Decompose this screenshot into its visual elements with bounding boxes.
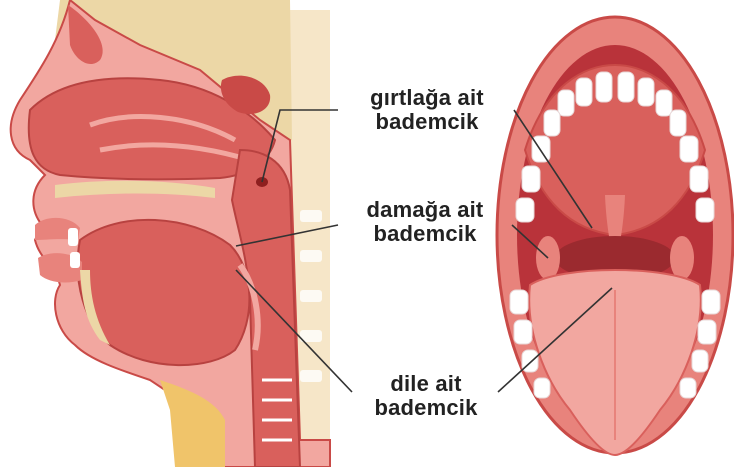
incisor-tooth (70, 252, 80, 268)
palatine-tonsil-right (670, 236, 694, 280)
label-pharyngeal-tonsil: gırtlağa ait bademcik (342, 86, 512, 134)
sagittal-head-section (11, 0, 330, 467)
label-line: bademcik (342, 110, 512, 134)
label-line: bademcik (356, 396, 496, 420)
label-line: dile ait (356, 372, 496, 396)
label-line: gırtlağa ait (342, 86, 512, 110)
label-palatine-tonsil: damağa ait bademcik (340, 198, 510, 246)
label-line: damağa ait (340, 198, 510, 222)
open-mouth-front-view (497, 17, 733, 455)
label-lingual-tonsil: dile ait bademcik (356, 372, 496, 420)
label-line: bademcik (340, 222, 510, 246)
incisor-tooth (68, 228, 78, 246)
